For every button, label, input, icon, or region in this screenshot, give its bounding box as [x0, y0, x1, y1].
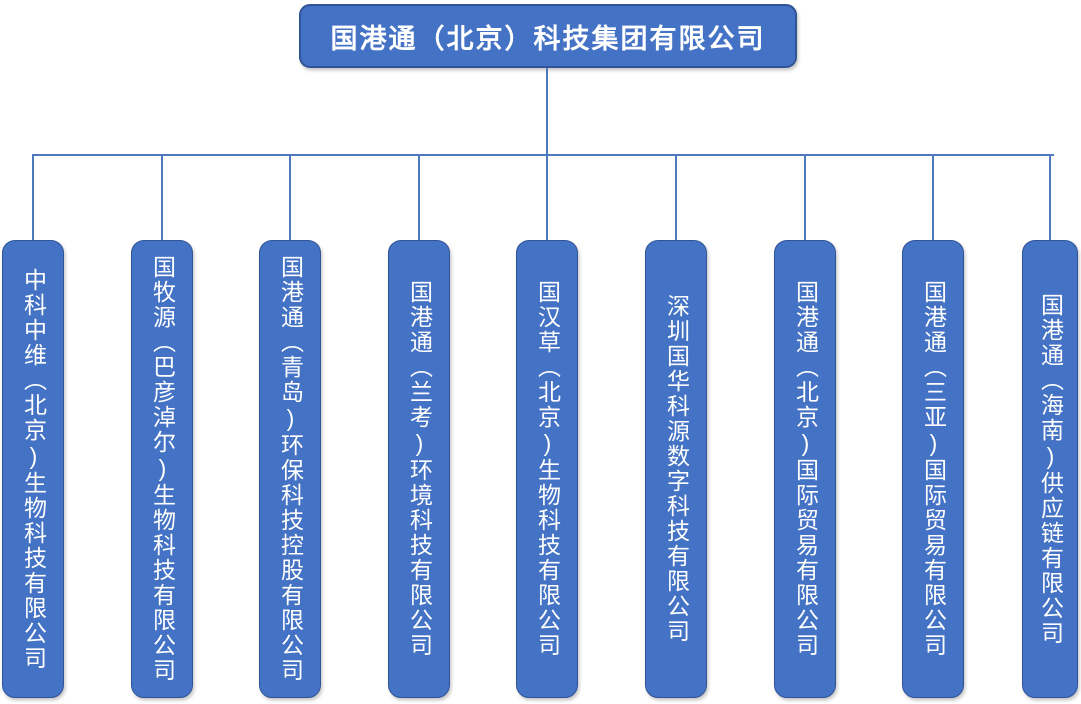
root-company-name: 国港通（北京）科技集团有限公司	[330, 23, 766, 54]
branch-1: 中科中维（北京)生物科技有限公司	[2, 154, 64, 698]
subsidiary-name: 国汉草（北京)生物科技有限公司	[534, 280, 561, 658]
connector-trunk	[546, 68, 548, 155]
branch-8: 国港通（三亚)国际贸易有限公司	[902, 154, 964, 698]
subsidiary-box: 中科中维（北京)生物科技有限公司	[2, 240, 64, 698]
subsidiary-box: 国港通（北京)国际贸易有限公司	[774, 240, 836, 698]
subsidiary-name: 国牧源（巴彦淖尔)生物科技有限公司	[149, 255, 176, 683]
subsidiary-name: 国港通（青岛)环保科技控股有限公司	[277, 255, 304, 683]
subsidiary-box: 国港通（兰考)环境科技有限公司	[388, 240, 450, 698]
subsidiary-box: 国汉草（北京)生物科技有限公司	[516, 240, 578, 698]
branch-2: 国牧源（巴彦淖尔)生物科技有限公司	[131, 154, 193, 698]
subsidiary-box: 国港通（三亚)国际贸易有限公司	[902, 240, 964, 698]
subsidiary-name: 深圳国华科源数字科技有限公司	[663, 294, 690, 644]
connector-drop	[675, 154, 677, 240]
connector-drop	[32, 154, 34, 240]
branch-6: 深圳国华科源数字科技有限公司	[645, 154, 707, 698]
connector-drop	[546, 154, 548, 240]
root-company-box: 国港通（北京）科技集团有限公司	[299, 4, 797, 68]
subsidiary-name: 国港通（北京)国际贸易有限公司	[792, 280, 819, 658]
connector-drop	[418, 154, 420, 240]
connector-drop	[1049, 154, 1051, 240]
connector-horizontal	[32, 154, 1054, 156]
connector-drop	[804, 154, 806, 240]
subsidiary-box: 国港通（海南)供应链有限公司	[1022, 240, 1078, 698]
connector-drop	[932, 154, 934, 240]
branch-9: 国港通（海南)供应链有限公司	[1022, 154, 1078, 698]
subsidiary-box: 国牧源（巴彦淖尔)生物科技有限公司	[131, 240, 193, 698]
subsidiary-name: 国港通（兰考)环境科技有限公司	[406, 280, 433, 658]
subsidiary-box: 深圳国华科源数字科技有限公司	[645, 240, 707, 698]
branch-4: 国港通（兰考)环境科技有限公司	[388, 154, 450, 698]
branch-3: 国港通（青岛)环保科技控股有限公司	[259, 154, 321, 698]
branch-7: 国港通（北京)国际贸易有限公司	[774, 154, 836, 698]
subsidiary-name: 国港通（海南)供应链有限公司	[1037, 292, 1064, 646]
subsidiary-name: 中科中维（北京)生物科技有限公司	[20, 267, 47, 671]
connector-drop	[289, 154, 291, 240]
subsidiary-box: 国港通（青岛)环保科技控股有限公司	[259, 240, 321, 698]
connector-drop	[161, 154, 163, 240]
subsidiary-name: 国港通（三亚)国际贸易有限公司	[920, 280, 947, 658]
branch-5: 国汉草（北京)生物科技有限公司	[516, 154, 578, 698]
